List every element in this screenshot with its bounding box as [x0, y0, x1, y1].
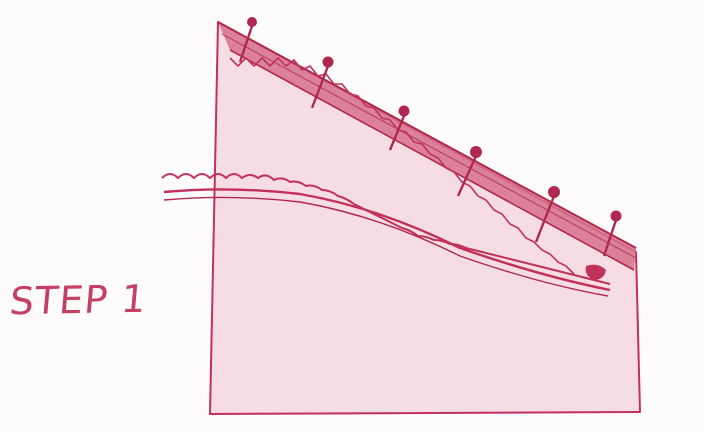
step-label: STEP 1 — [8, 277, 149, 323]
